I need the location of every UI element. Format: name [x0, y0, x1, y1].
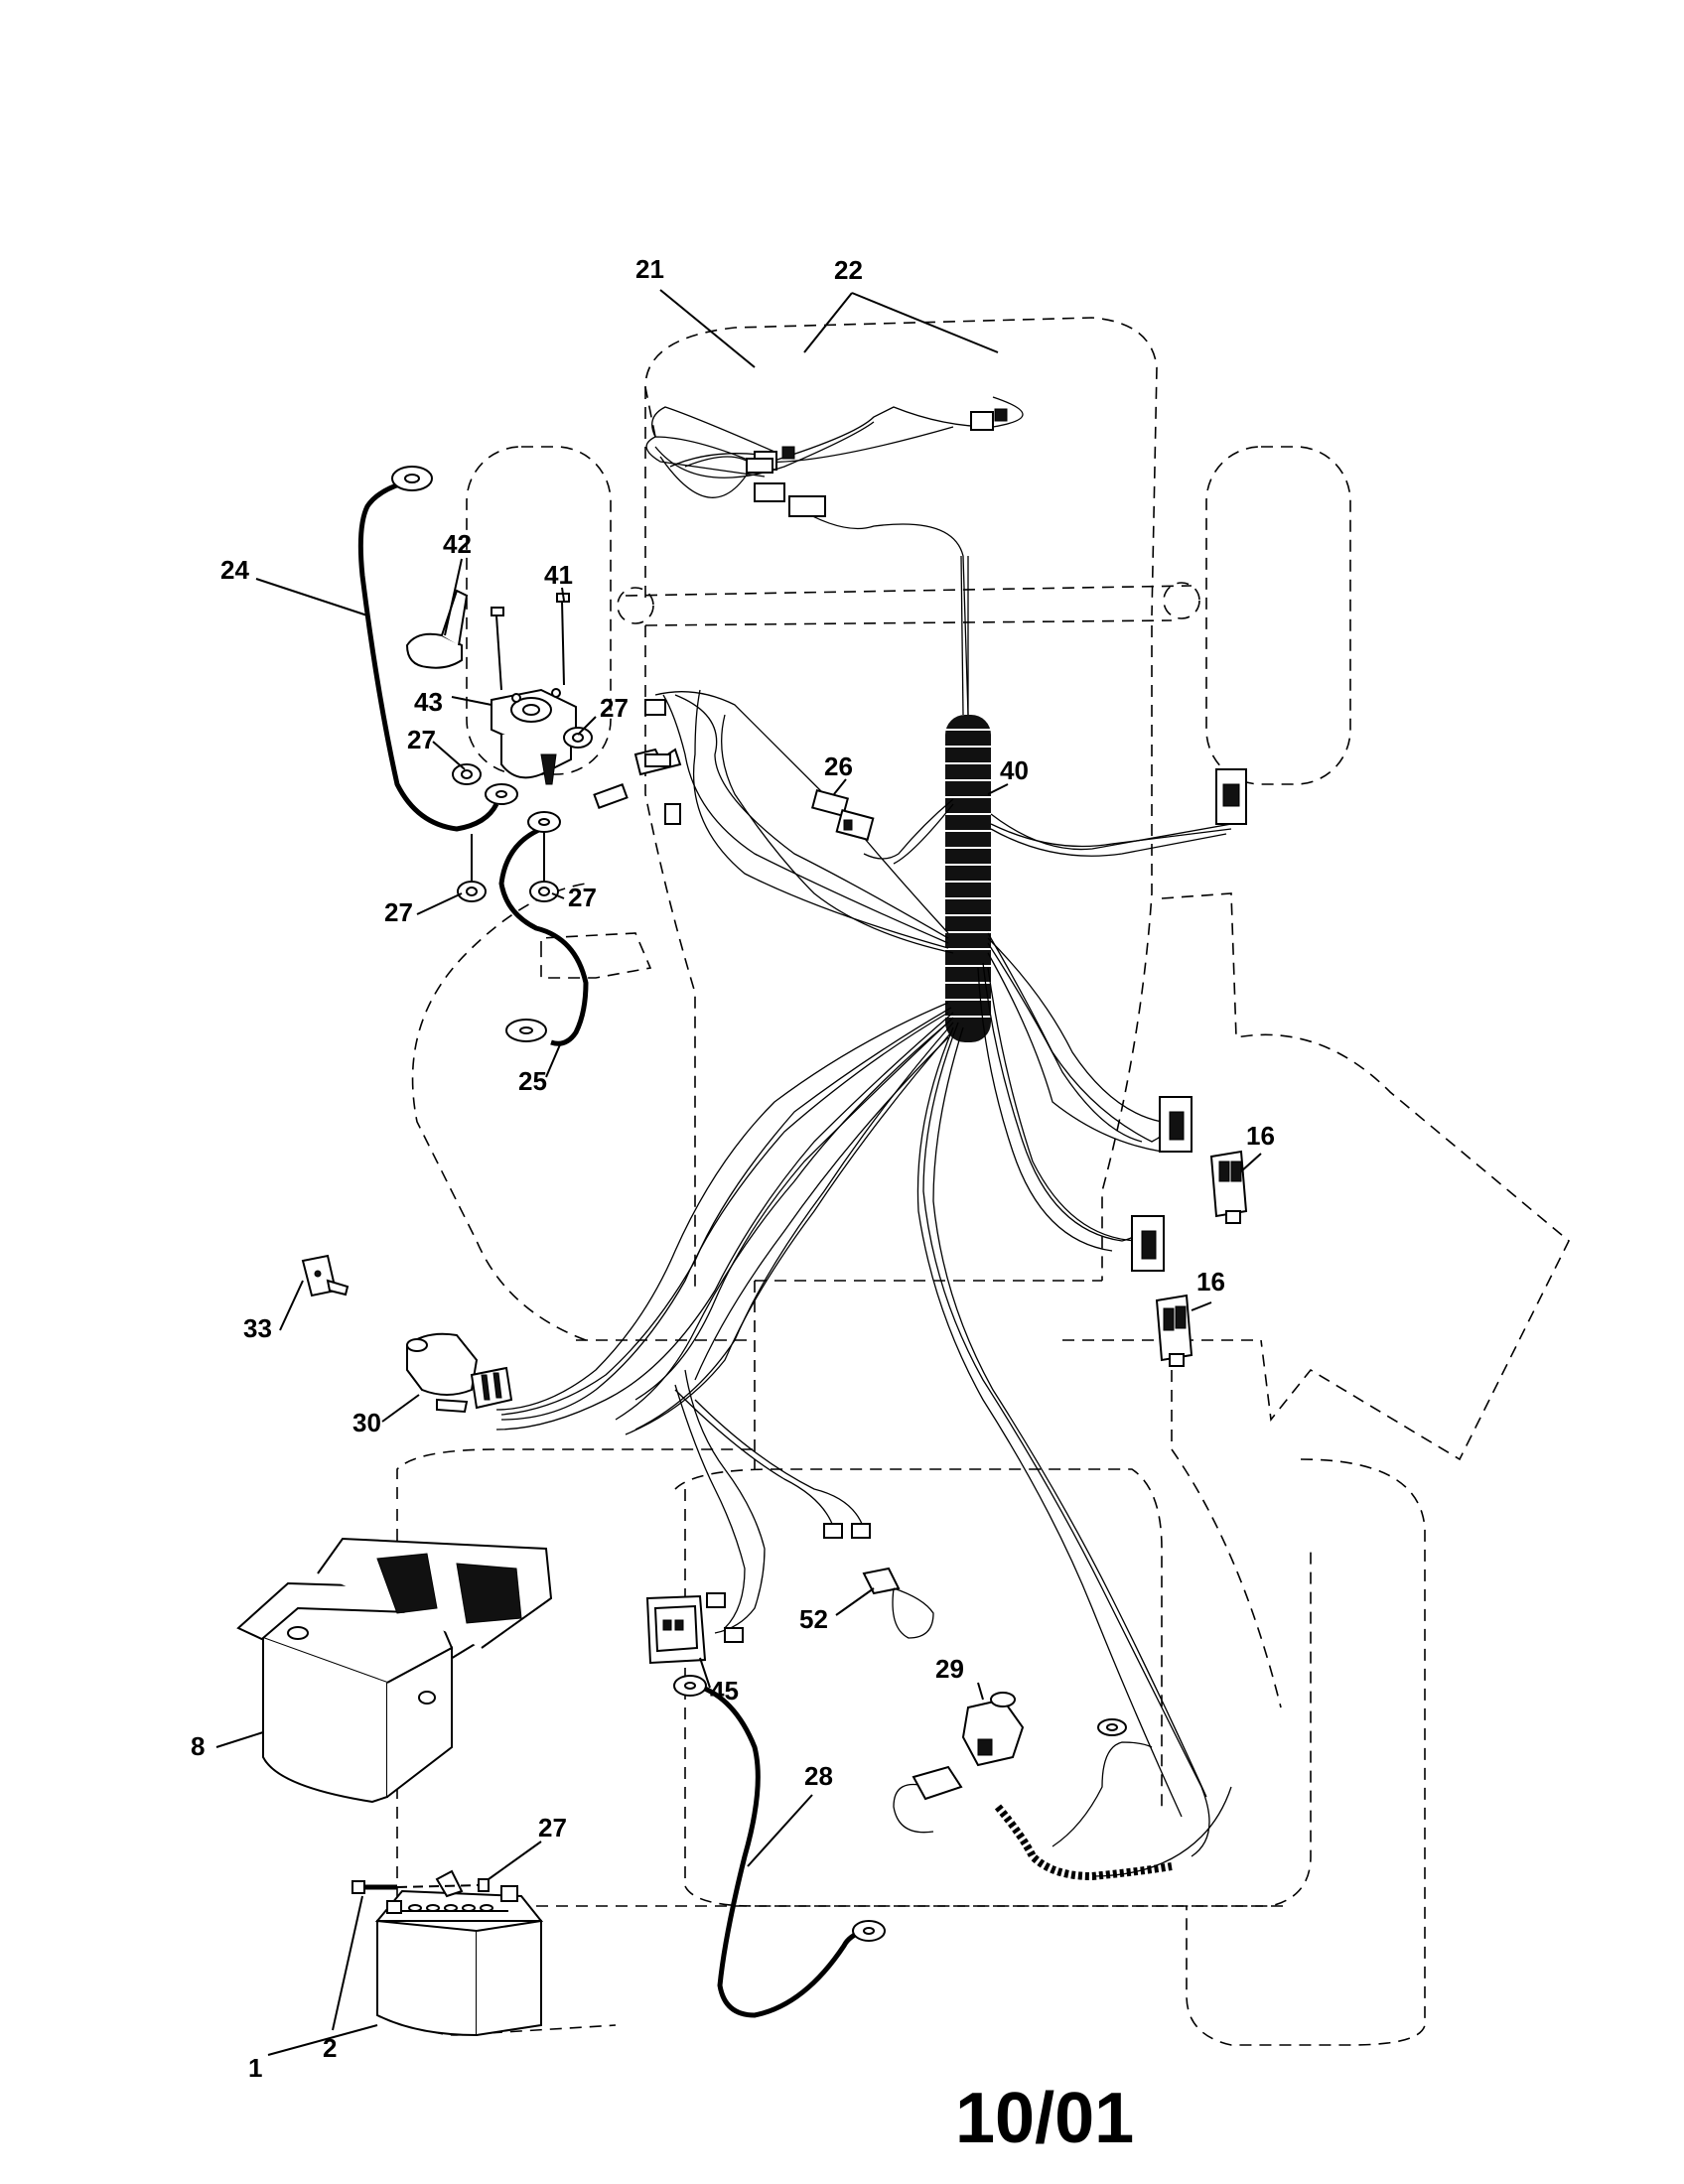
- callout-16-lower: 16: [1196, 1267, 1225, 1297]
- callout-43: 43: [414, 687, 443, 717]
- hour-meter: [645, 1594, 707, 1665]
- ground-cable-28: [673, 1675, 886, 2018]
- fuse-holder: [810, 788, 875, 841]
- callout-27-lower-right: 27: [568, 883, 597, 912]
- headlight-harness: [645, 396, 1024, 716]
- callout-8: 8: [191, 1731, 205, 1761]
- callout-22: 22: [834, 255, 863, 285]
- callout-40: 40: [1000, 755, 1029, 785]
- callout-2: 2: [323, 2033, 337, 2063]
- terminal-boot: [405, 589, 469, 669]
- battery-box: [236, 1537, 553, 1804]
- battery: [374, 1885, 544, 2037]
- callout-41: 41: [544, 560, 573, 590]
- date-code: 10/01: [955, 2079, 1134, 2158]
- callout-52: 52: [799, 1604, 828, 1634]
- callout-45: 45: [710, 1676, 739, 1706]
- headlight-plug: [754, 482, 785, 502]
- terminal-b: [851, 1523, 871, 1539]
- bulb-socket-right: [970, 411, 994, 431]
- callout-1: 1: [248, 2053, 262, 2083]
- callout-24: 24: [220, 555, 249, 585]
- plunger-switch: [961, 1692, 1025, 1767]
- callout-labels: 21 22 24 42 41 43 27 27 27 27 25 26 40 1…: [191, 254, 1275, 2083]
- callout-26: 26: [824, 751, 853, 781]
- headlight-connector-a: [746, 458, 773, 474]
- starter-solenoid: [491, 688, 577, 785]
- callout-42: 42: [443, 529, 472, 559]
- terminal-d: [724, 1627, 744, 1643]
- hex-nuts: [452, 727, 593, 902]
- ignition-switch: [406, 1332, 513, 1414]
- callout-21: 21: [635, 254, 664, 284]
- callout-30: 30: [352, 1408, 381, 1437]
- terminal-c: [706, 1592, 726, 1608]
- coil-cord: [893, 1718, 1232, 1881]
- callout-27-lower-left: 27: [384, 897, 413, 927]
- main-harness: [495, 555, 1247, 1857]
- battery-cable-24: [357, 466, 518, 832]
- battery-cable-25: [498, 811, 589, 1046]
- callout-29: 29: [935, 1654, 964, 1684]
- tractor-outline: [396, 317, 1570, 2046]
- ignition-key: [301, 1254, 350, 1297]
- callout-16-upper: 16: [1246, 1121, 1275, 1151]
- terminal-a: [823, 1523, 843, 1539]
- safety-switch-lower: [1155, 1294, 1193, 1367]
- connector-plug: [862, 1567, 934, 1639]
- wire-loom: [945, 715, 991, 1042]
- callout-25: 25: [518, 1066, 547, 1096]
- headlight-connector-b: [788, 495, 826, 517]
- battery-bolt: [351, 1869, 490, 1898]
- mounting-screws: [491, 593, 570, 691]
- callout-27-left: 27: [407, 725, 436, 754]
- safety-switch-upper: [1209, 1150, 1248, 1224]
- callout-28: 28: [804, 1761, 833, 1791]
- callout-27-solenoid: 27: [600, 693, 629, 723]
- harness-terminals: [593, 699, 682, 825]
- callout-33: 33: [243, 1313, 272, 1343]
- callout-27-battery: 27: [538, 1813, 567, 1843]
- leader-lines: [215, 289, 1262, 2056]
